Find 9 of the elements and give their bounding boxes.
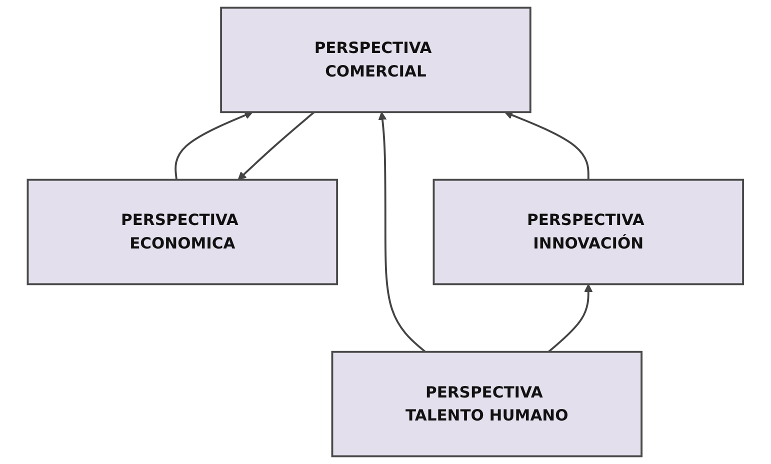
node-box: PERSPECTIVA TALENTO HUMANO [331,350,643,458]
node-box: PERSPECTIVA ECONOMICA [26,178,338,286]
arrow [378,112,426,353]
arrow [238,111,315,180]
node-box: PERSPECTIVA COMERCIAL [220,6,532,114]
arrow [548,284,593,353]
node-box: PERSPECTIVA INNOVACIÓN [432,178,744,286]
arrow [504,111,590,180]
arrow [174,111,254,180]
